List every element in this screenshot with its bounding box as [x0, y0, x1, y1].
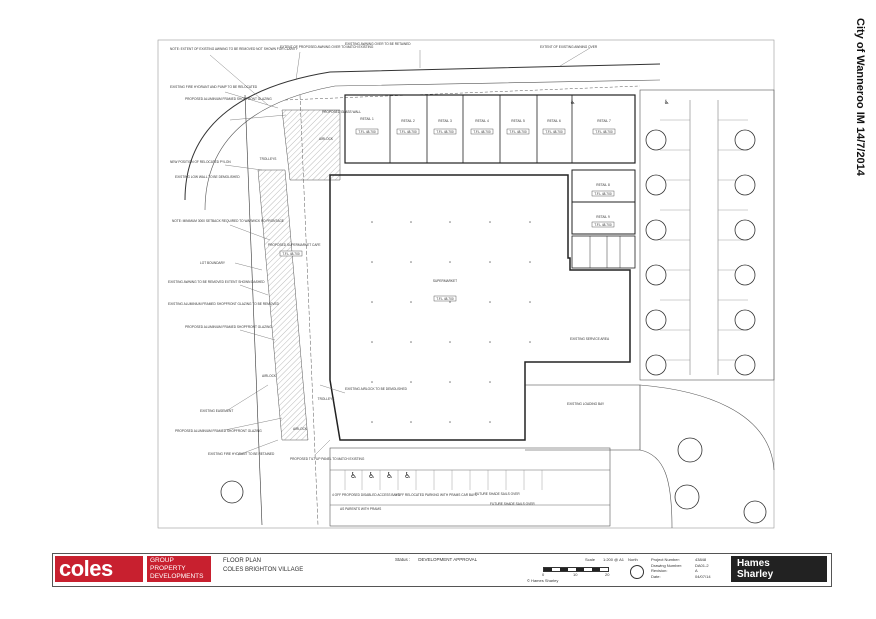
level-tag-r2: T.F.L 48.700: [399, 130, 416, 134]
level-tag-r7: T.F.L 48.700: [595, 130, 612, 134]
svg-text:♿: ♿: [664, 99, 669, 106]
title-block: coles GROUP PROPERTY DEVELOPMENTS FLOOR …: [52, 553, 832, 587]
council-stamp: City of Wanneroo IM 14/7/2014: [840, 18, 870, 218]
note-shade-sails-1: FUTURE SHADE SAILS OVER: [475, 492, 520, 496]
road-boundary-inner: [204, 79, 661, 211]
note-awning-retained: EXISTING AWNING OVER TO BE RETAINED: [345, 42, 411, 46]
room-airlock-2: AIRLOCK: [262, 374, 277, 378]
hatched-walkway: [257, 169, 309, 441]
drawing-title: FLOOR PLAN: [223, 558, 262, 564]
scale-field: Scale 1:200 @ A1 0 10 20 © Hames Sharley: [527, 557, 624, 583]
room-supermarket: SUPERMARKET: [433, 279, 457, 283]
bottom-carpark: [329, 447, 611, 527]
room-retail-7: RETAIL 7: [597, 119, 611, 123]
svg-text:♿: ♿: [404, 471, 411, 480]
svg-text:♿: ♿: [368, 471, 375, 480]
note-loading-bay: EXISTING LOADING BAY: [567, 402, 605, 406]
note-low-wall: EXISTING LOW WALL TO BE DEMOLISHED: [175, 175, 240, 179]
note-shopfront-glazing-3: PROPOSED ALUMINIUM FRAMED SHOPFRONT GLAZ…: [175, 429, 262, 433]
amenities-block: [571, 235, 636, 269]
note-supermarket-cafe: PROPOSED SUPERMARKET CAFE: [268, 243, 321, 247]
svg-text:♿: ♿: [350, 471, 357, 480]
council-stamp-text: City of Wanneroo IM 14/7/2014: [854, 18, 866, 176]
status-field: Status :DEVELOPMENT APPROVAL: [395, 557, 478, 562]
right-carpark: [639, 89, 775, 381]
road-boundary: [184, 63, 661, 201]
level-tag-r9: T.F.L 48.700: [594, 223, 611, 227]
svg-text:♿: ♿: [570, 99, 575, 106]
annotation-leaders: [209, 47, 591, 456]
hatched-entry: [281, 109, 341, 181]
parking-bays-bottom: [344, 470, 543, 490]
level-tag-r4: T.F.L 48.700: [473, 130, 490, 134]
note-prams-bays: 4 OFF RELOCATED PARKING WITH PRAMS CAR B…: [395, 493, 477, 497]
note-awning-removed: NOTE: EXTENT OF EXISTING AWNING TO BE RE…: [170, 47, 299, 51]
note-glass-wall: PROPOSED GLASS WALL: [322, 110, 361, 114]
level-tag-r8: T.F.L 48.700: [594, 192, 611, 196]
note-easement: EXISTING EASEMENT: [200, 409, 233, 413]
room-retail-1: RETAIL 1: [360, 117, 374, 121]
note-setback: NOTE: MINIMUM 3000 SETBACK REQUIRED TO W…: [172, 219, 284, 223]
service-area-outline: [525, 384, 641, 451]
note-tilt-panel: PROPOSED TILT UP PANEL TO MATCH EXISTING: [290, 457, 365, 461]
room-retail-5: RETAIL 5: [511, 119, 525, 123]
north-arrow-icon: [630, 565, 644, 579]
level-tag-r1: T.F.L 48.700: [358, 130, 375, 134]
kerb-line: [284, 85, 641, 101]
project-name: COLES BRIGHTON VILLAGE: [223, 567, 304, 573]
level-tag-r6: T.F.L 48.700: [545, 130, 562, 134]
level-tag-cafe: T.F.L 48.700: [282, 252, 299, 256]
note-airlock-demolished: EXISTING AIRLOCK TO BE DEMOLISHED: [345, 387, 408, 391]
note-awning-dashed: EXISTING AWNING TO BE REMOVED EXTENT SHO…: [168, 280, 265, 284]
project-details: Project Number:43848 Drawing Number:DA01…: [651, 557, 711, 579]
room-retail-8: RETAIL 8: [596, 183, 610, 187]
note-fire-hydrant: EXISTING FIRE HYDRANT AND PUMP TO BE REL…: [170, 85, 258, 89]
note-shopfront-glazing-1: PROPOSED ALUMINIUM FRAMED SHOPFRONT GLAZ…: [185, 97, 272, 101]
tree-symbols: [220, 129, 767, 524]
drawing-title-block: FLOOR PLAN COLES BRIGHTON VILLAGE: [223, 557, 303, 575]
status-value: DEVELOPMENT APPROVAL: [418, 557, 478, 562]
room-retail-9: RETAIL 9: [596, 215, 610, 219]
scale-bar: [543, 567, 609, 572]
room-trolleys-1: TROLLEYS: [260, 157, 277, 161]
service-road: [639, 384, 775, 471]
room-airlock-3: AIRLOCK: [293, 427, 308, 431]
disabled-bay-icons: ♿ ♿ ♿ ♿ ♿ ♿: [350, 99, 669, 480]
svg-text:♿: ♿: [386, 471, 393, 480]
note-service-area: EXISTING SERVICE AREA: [570, 337, 610, 341]
hames-sharley-logo: Hames Sharley: [731, 556, 827, 582]
retail-9-outline: [571, 201, 636, 235]
note-hydrant-retained: EXISTING FIRE HYDRANT TO BE RETAINED: [208, 452, 275, 456]
level-tag-r3: T.F.L 48.700: [436, 130, 453, 134]
supermarket-outline: [329, 174, 631, 441]
room-airlock-1: AIRLOCK: [319, 137, 334, 141]
group-property-developments: GROUP PROPERTY DEVELOPMENTS: [147, 556, 211, 582]
lot-boundary-line: [244, 94, 263, 526]
column-grid: [371, 221, 531, 423]
coles-logo: coles: [55, 556, 143, 582]
copyright: © Hames Sharley: [527, 578, 559, 583]
note-lot-boundary: LOT BOUNDARY: [200, 261, 226, 265]
room-retail-4: RETAIL 4: [475, 119, 489, 123]
north-point: North: [628, 557, 648, 583]
room-retail-2: RETAIL 2: [401, 119, 415, 123]
room-retail-3: RETAIL 3: [438, 119, 452, 123]
level-tag-r5: T.F.L 48.700: [509, 130, 526, 134]
note-shopfront-glazing-2: PROPOSED ALUMINIUM FRAMED SHOPFRONT GLAZ…: [185, 325, 272, 329]
retail-strip: [344, 94, 636, 164]
note-parents-prams: AS PARENTS WITH PRAMS: [340, 507, 381, 511]
room-trolleys-2: TROLLEYS: [318, 397, 335, 401]
note-proposed-awning: EXTENT OF PROPOSED AWNING OVER TO MATCH …: [280, 45, 374, 49]
service-road-2: [639, 449, 673, 529]
note-awning-extent: EXTENT OF EXISTING AWNING OVER: [540, 45, 598, 49]
note-relocated-pylon: NEW POSITION OF RELOCATED PYLON: [170, 160, 231, 164]
level-tag-supermarket: T.F.L 48.700: [436, 297, 453, 301]
note-glazing-removed: EXISTING ALUMINIUM FRAMED SHOPFRONT GLAZ…: [168, 302, 280, 306]
note-shade-sails-2: FUTURE SHADE SAILS OVER: [490, 502, 535, 506]
note-disabled-bays: 4 OFF PROPOSED DISABLED ACCESS BAYS: [332, 493, 400, 497]
room-retail-6: RETAIL 6: [547, 119, 561, 123]
